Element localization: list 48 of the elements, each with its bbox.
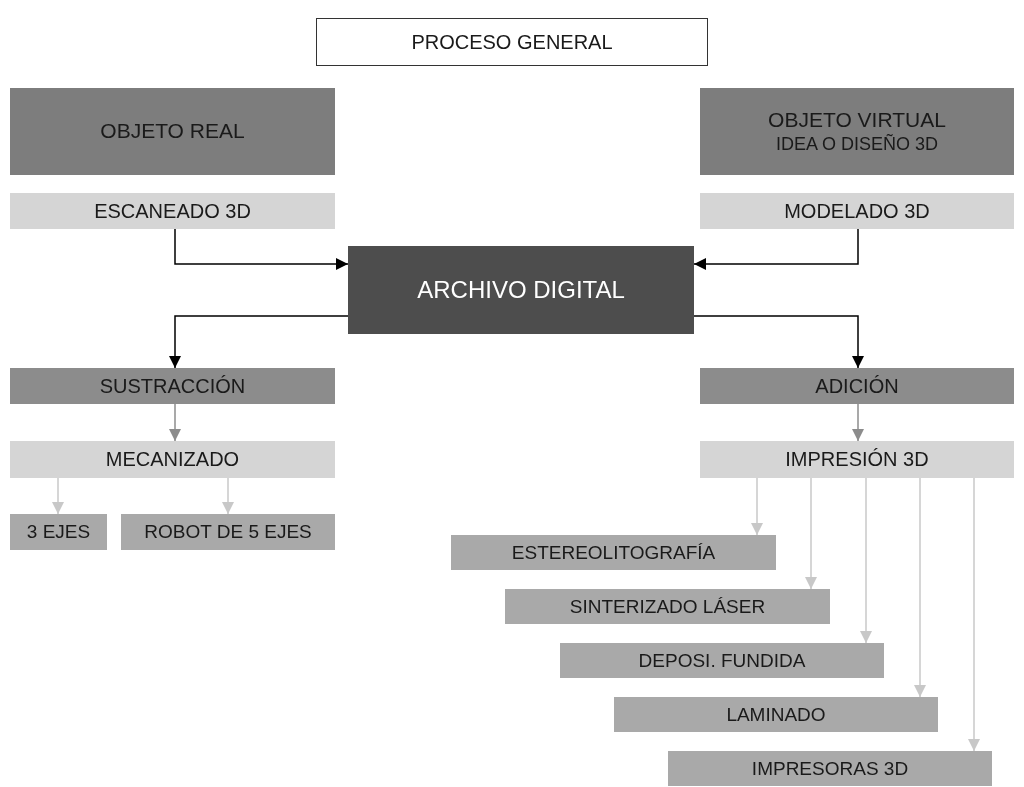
process-box [10, 514, 107, 550]
process-box [560, 643, 884, 678]
box-label: MECANIZADO [105, 447, 240, 472]
arrow [968, 477, 980, 752]
box-label: DEPOSI. FUNDIDA [638, 648, 806, 673]
process-box [700, 368, 1014, 404]
box-label: IMPRESORAS 3D [751, 756, 909, 781]
arrow [693, 315, 864, 369]
process-box [700, 193, 1014, 229]
process-box [700, 88, 1014, 175]
process-box [505, 589, 830, 624]
process-box [700, 441, 1014, 478]
box-label: OBJETO VIRTUAL [768, 107, 946, 134]
box-label: ARCHIVO DIGITAL [417, 275, 625, 305]
process-box [614, 697, 938, 732]
process-box [10, 441, 335, 478]
arrow [174, 228, 349, 270]
arrow [222, 477, 234, 515]
process-box [10, 88, 335, 175]
arrow [914, 477, 926, 698]
arrow [860, 477, 872, 644]
box-label: IMPRESIÓN 3D [785, 447, 929, 472]
box-label: PROCESO GENERAL [411, 29, 613, 55]
process-box [451, 535, 776, 570]
arrow [805, 477, 817, 590]
box-label: LAMINADO [726, 702, 826, 727]
box-label: ROBOT DE 5 EJES [144, 520, 312, 544]
arrow [693, 228, 859, 270]
arrow [169, 403, 181, 442]
arrow [852, 403, 864, 442]
box-label: ADICIÓN [815, 373, 899, 399]
arrow [751, 477, 763, 536]
process-box [348, 246, 694, 334]
box-label: IDEA O DISEÑO 3D [775, 133, 938, 156]
process-box [121, 514, 335, 550]
box-label: 3 EJES [26, 520, 91, 544]
box-label: SUSTRACCIÓN [99, 373, 246, 399]
process-box [316, 18, 708, 66]
process-box [10, 368, 335, 404]
arrow [169, 315, 349, 369]
process-box [10, 193, 335, 229]
box-label: SINTERIZADO LÁSER [569, 594, 766, 619]
box-label: MODELADO 3D [784, 198, 930, 224]
box-label: OBJETO REAL [100, 118, 245, 145]
arrow [52, 477, 64, 515]
box-label: ESTEREOLITOGRAFÍA [511, 540, 716, 565]
box-label: ESCANEADO 3D [94, 198, 251, 224]
process-box [668, 751, 992, 786]
